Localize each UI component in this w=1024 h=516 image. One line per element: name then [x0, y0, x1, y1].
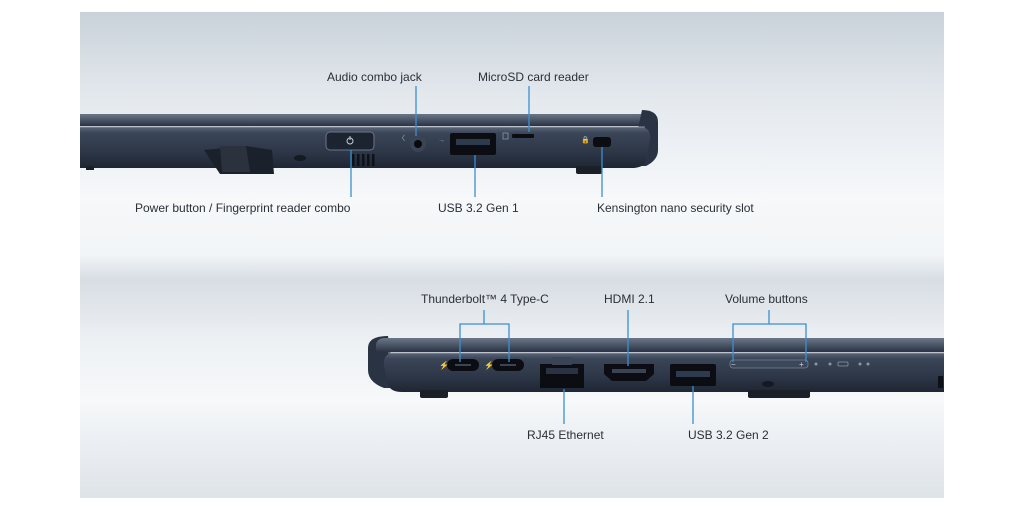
laptop-left-side: 〈 → 🔒: [80, 110, 658, 174]
headphone-icon: 〈: [398, 134, 405, 142]
rj45-port[interactable]: [540, 364, 584, 388]
vent-hole: [762, 381, 774, 387]
leader-lines-top: [350, 86, 603, 197]
label-power-button: Power button / Fingerprint reader combo: [135, 201, 351, 215]
label-thunderbolt: Thunderbolt™ 4 Type-C: [421, 292, 549, 306]
thunderbolt-icon: ⚡: [484, 360, 494, 370]
lock-icon: 🔒: [581, 136, 590, 144]
volume-plus-icon: +: [799, 360, 804, 369]
volume-minus-icon: −: [731, 360, 736, 369]
laptop-lid: [80, 114, 656, 126]
usb-a-tongue: [676, 371, 710, 377]
laptop-right-side: ⚡ ⚡ − +: [368, 336, 944, 398]
laptop-base: [383, 353, 944, 392]
hdmi-tongue: [612, 369, 646, 373]
hinge-foot-shadow: [220, 146, 250, 172]
label-microsd-card-reader: MicroSD card reader: [478, 70, 589, 84]
foot: [86, 166, 94, 170]
rj45-flap: [552, 357, 572, 365]
foot: [420, 390, 448, 398]
usb-icon: →: [438, 137, 445, 144]
microsd-slot[interactable]: [512, 134, 534, 138]
vent-slit: [938, 376, 943, 388]
power-button[interactable]: [325, 131, 375, 151]
thunderbolt-icon: ⚡: [439, 360, 449, 370]
label-volume-buttons: Volume buttons: [725, 292, 808, 306]
label-kensington-slot: Kensington nano security slot: [597, 201, 754, 215]
vent-hole: [294, 155, 306, 161]
thunderbolt-port-1-tongue: [455, 364, 471, 366]
volume-rocker[interactable]: [729, 359, 809, 369]
laptop-lid: [376, 338, 944, 352]
kensington-slot[interactable]: [593, 137, 611, 147]
label-usb-gen1: USB 3.2 Gen 1: [438, 201, 519, 215]
rj45-contacts: [546, 368, 578, 374]
label-rj45-ethernet: RJ45 Ethernet: [527, 428, 604, 442]
label-hdmi: HDMI 2.1: [604, 292, 655, 306]
foot: [748, 390, 810, 398]
thunderbolt-port-2-tongue: [500, 364, 516, 366]
usb-a-tongue: [456, 139, 490, 145]
product-panel: [80, 12, 944, 498]
sd-icon: [502, 132, 509, 140]
audio-jack-hole: [414, 140, 422, 148]
vent-slits: [352, 154, 375, 166]
foot: [576, 166, 602, 174]
status-indicators: [814, 361, 870, 367]
label-audio-combo-jack: Audio combo jack: [327, 70, 422, 84]
label-usb-gen2: USB 3.2 Gen 2: [688, 428, 769, 442]
leader-lines-bottom: [459, 310, 807, 424]
